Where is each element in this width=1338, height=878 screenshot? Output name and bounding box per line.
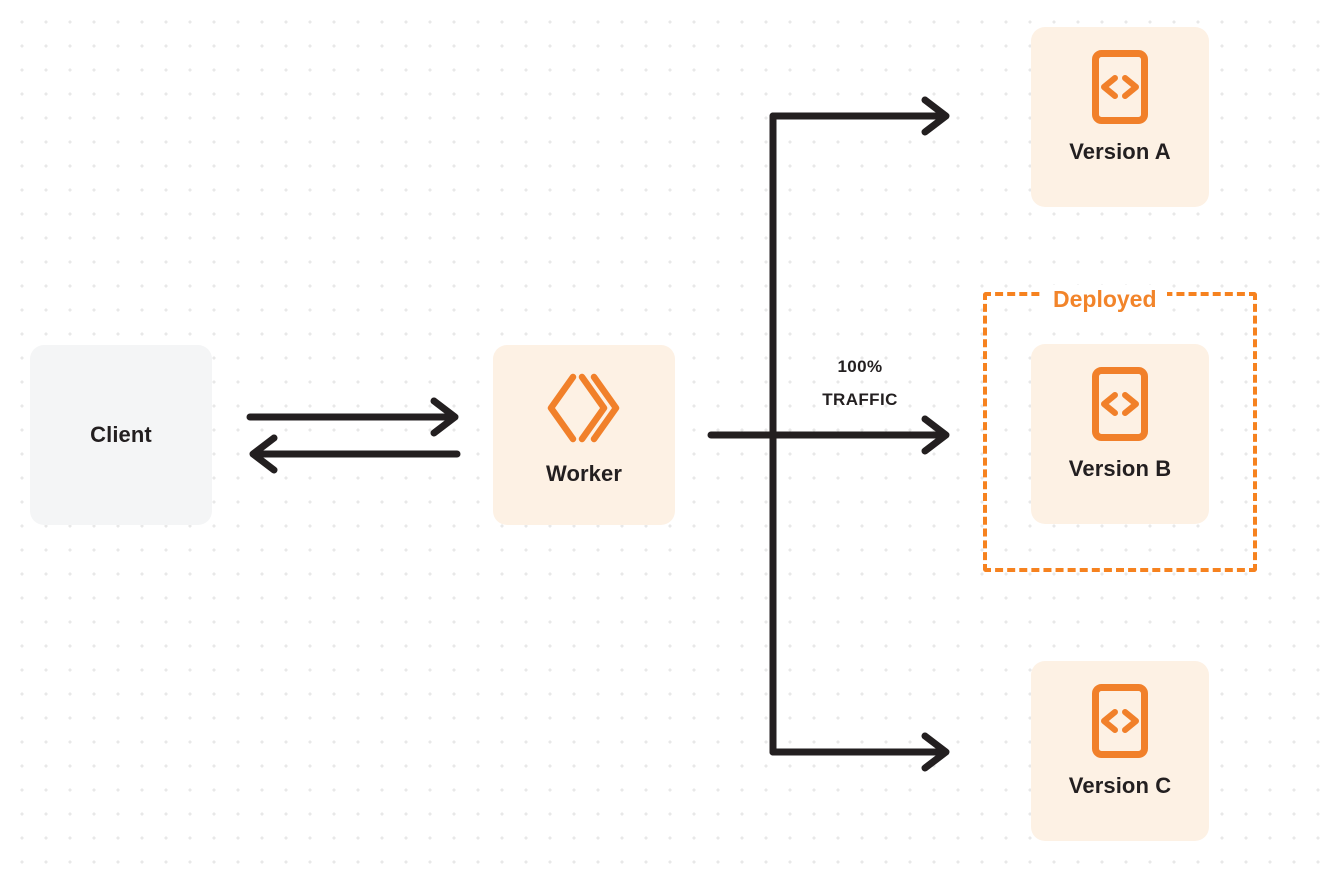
node-version-a[interactable]: Version A bbox=[1031, 27, 1209, 207]
edge-client-to-worker bbox=[246, 397, 459, 437]
traffic-label: 100% TRAFFIC bbox=[790, 350, 930, 416]
deployed-group-label: Deployed bbox=[1043, 285, 1167, 313]
code-file-icon bbox=[1091, 683, 1149, 759]
edge-worker-to-client bbox=[249, 434, 461, 474]
node-version-a-label: Version A bbox=[1069, 139, 1171, 164]
cloudflare-workers-logo-icon bbox=[546, 371, 622, 445]
node-version-c[interactable]: Version C bbox=[1031, 661, 1209, 841]
node-version-b[interactable]: Version B bbox=[1031, 344, 1209, 524]
node-worker[interactable]: Worker bbox=[493, 345, 675, 525]
node-client[interactable]: Client bbox=[30, 345, 212, 525]
edge-worker-to-version-b bbox=[707, 415, 950, 455]
code-file-icon bbox=[1091, 49, 1149, 125]
node-client-label: Client bbox=[90, 422, 152, 447]
edge-worker-to-version-c bbox=[769, 732, 950, 772]
code-file-icon bbox=[1091, 366, 1149, 442]
traffic-percent: 100% bbox=[837, 357, 883, 376]
node-worker-label: Worker bbox=[546, 461, 622, 486]
traffic-unit: TRAFFIC bbox=[822, 390, 898, 410]
node-version-c-label: Version C bbox=[1068, 773, 1172, 798]
edge-worker-to-version-a bbox=[769, 96, 950, 136]
node-version-b-label: Version B bbox=[1068, 456, 1172, 481]
